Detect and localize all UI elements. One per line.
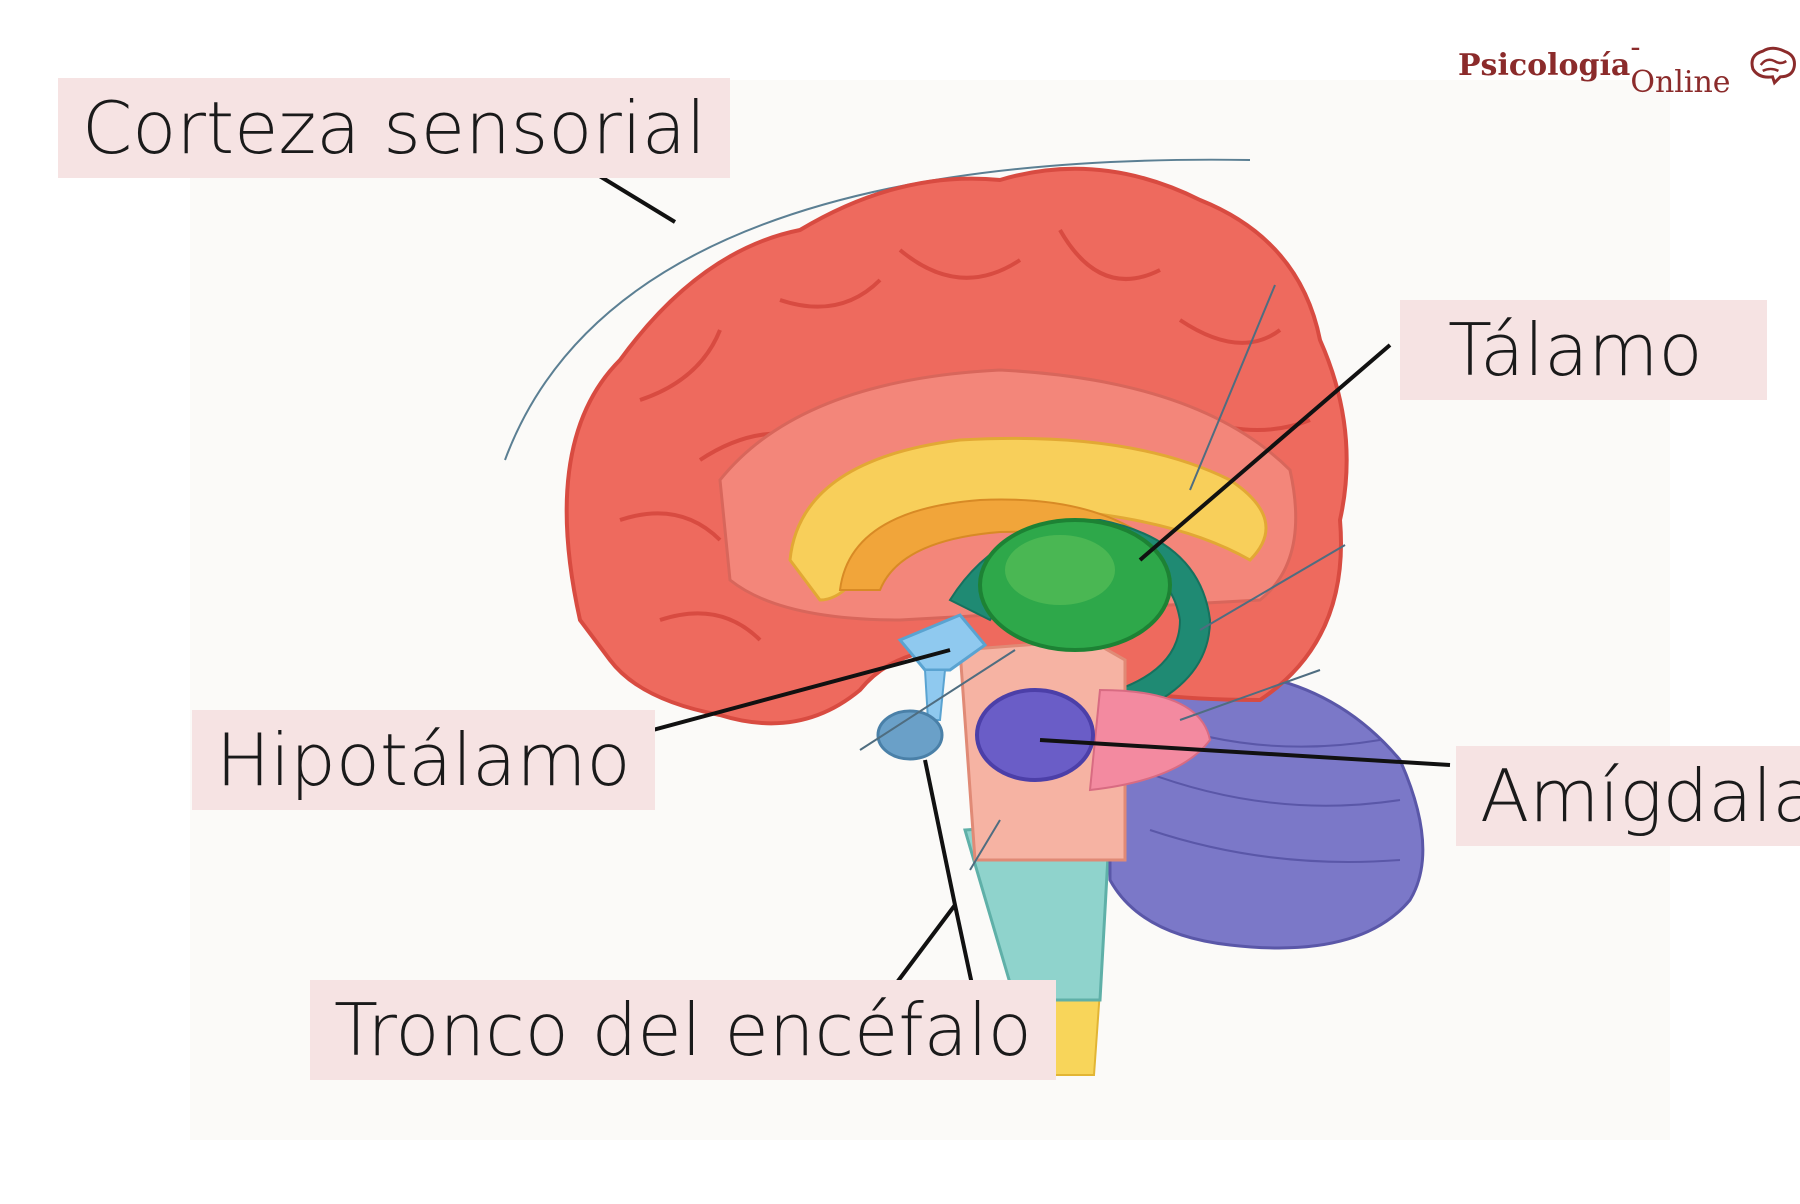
thin-line-5 <box>969 819 1001 871</box>
thin-line-1 <box>1189 284 1276 491</box>
cortex-gyri <box>619 229 1311 642</box>
limbic-region <box>1088 688 1212 792</box>
thin-line-4 <box>859 649 1016 751</box>
pituitary-stalk <box>923 669 947 721</box>
label-hipotalamo: Hipotálamo <box>192 710 655 810</box>
label-talamo: Tálamo <box>1400 300 1767 400</box>
leader-amigdala <box>1039 738 1451 767</box>
label-tronco-del-encefalo: Tronco del encéfalo <box>310 980 1056 1080</box>
amygdala <box>975 688 1095 782</box>
pituitary <box>876 709 944 761</box>
brain-logo-icon <box>1750 46 1796 86</box>
leader-talamo <box>1138 343 1392 562</box>
thin-line-2 <box>1199 544 1346 631</box>
cortex-arc <box>504 158 1251 461</box>
brand-name-rest: -Online <box>1630 30 1731 100</box>
brand-logo: Psicología-Online <box>1458 30 1800 100</box>
thalamus-highlight <box>1005 535 1115 605</box>
label-amigdala: Amígdala <box>1456 746 1800 846</box>
brand-name-bold: Psicología <box>1458 47 1631 83</box>
thin-line-3 <box>1179 669 1321 721</box>
label-corteza-sensorial: Corteza sensorial <box>58 78 730 178</box>
